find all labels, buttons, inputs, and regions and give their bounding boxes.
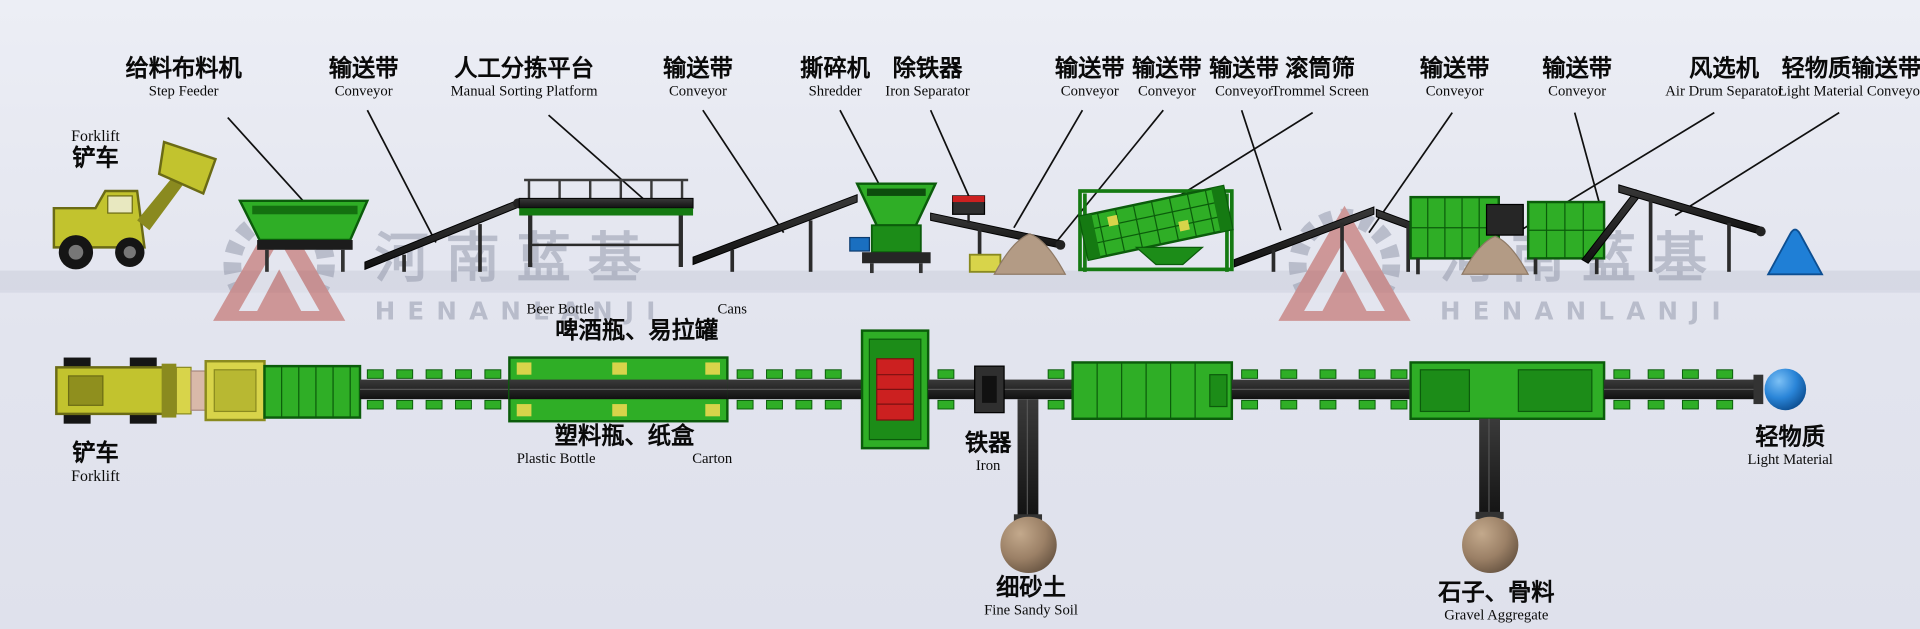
- watermark-left: 河南蓝基 HENANLANJI: [203, 198, 667, 328]
- label-beer-bottle: Beer Bottle: [526, 300, 594, 318]
- ground-shadow-band: [0, 270, 1920, 291]
- watermark-en-text: HENANLANJI: [1440, 296, 1733, 327]
- main-belt-4: [1231, 369, 1411, 410]
- label-plastic-carton: 塑料瓶、纸盒 Plastic Bottle Carton: [516, 422, 733, 467]
- sorting-platform-plan: [508, 356, 729, 423]
- forklift-side-view: [52, 140, 218, 270]
- feeder-plan: [204, 360, 266, 422]
- label-conveyor-3: 输送带 Conveyor: [1054, 55, 1125, 99]
- label-carton: Carton: [692, 449, 733, 467]
- trommel-plan: [860, 329, 930, 450]
- label-en: Step Feeder: [148, 81, 219, 99]
- label-step-feeder: 给料布料机 Step Feeder: [108, 55, 260, 100]
- label-shredder: 撕碎机 Shredder: [800, 55, 871, 99]
- conveyor-2-side: [692, 193, 858, 272]
- scene-divider: [0, 290, 1920, 293]
- label-gravel-aggregate: 石子、骨料 Gravel Aggregate: [1438, 579, 1555, 624]
- collection-box: [968, 253, 1002, 273]
- shredder-side: [849, 182, 938, 274]
- side-view: [52, 140, 1824, 276]
- main-belt-1: [360, 369, 510, 410]
- main-belt-2: [727, 369, 863, 410]
- label-manual-sorting-platform: 人工分拣平台 Manual Sorting Platform: [450, 55, 598, 99]
- watermark-right: 河南蓝基 HENANLANJI: [1269, 198, 1733, 328]
- label-cn: 给料布料机: [125, 55, 242, 83]
- fine-sand-sphere: [1000, 516, 1057, 574]
- label-cans: Cans: [717, 300, 747, 318]
- label-iron: 铁器 Iron: [964, 429, 1012, 474]
- label-light-material-conveyor: 轻物质输送带 Light Material Conveyor: [1777, 55, 1920, 99]
- label-forklift-plan: 铲车 Forklift: [71, 439, 120, 485]
- forklift-plan: [55, 357, 192, 424]
- screen-unit-plan: [1071, 361, 1234, 421]
- label-air-drum-separator: 风选机 Air Drum Separator: [1665, 55, 1783, 99]
- label-trommel-screen: 滚筒筛 Trommel Screen: [1271, 55, 1369, 99]
- blue-cone: [1766, 228, 1824, 276]
- watermark-en-text: HENANLANJI: [374, 296, 668, 327]
- light-material-conveyor-side: [1618, 184, 1766, 272]
- step-feeder-side: [238, 199, 370, 272]
- watermark-cn-text: 河南蓝基: [374, 227, 659, 291]
- light-material-belt-plan: [1604, 368, 1807, 411]
- manual-sorting-platform-side: [518, 178, 694, 267]
- label-iron-separator: 除铁器 Iron Separator: [885, 55, 970, 99]
- label-conveyor-7: 输送带 Conveyor: [1542, 55, 1613, 99]
- iron-separator-side: [952, 195, 986, 223]
- plan-view: [55, 329, 1807, 574]
- conveyor-1-side: [364, 198, 523, 272]
- label-plastic-bottle: Plastic Bottle: [516, 449, 596, 467]
- trommel-screen-side: [1078, 184, 1234, 272]
- label-conveyor-5: 输送带 Conveyor: [1209, 55, 1279, 99]
- pad-block: [190, 370, 207, 411]
- label-fine-sandy-soil: 细砂土 Fine Sandy Soil: [984, 574, 1078, 619]
- light-material-sphere: [1764, 368, 1807, 411]
- label-light-material: 轻物质 Light Material: [1747, 423, 1833, 468]
- label-beer-bottle-cans: Beer Bottle Cans 啤酒瓶、易拉罐: [526, 300, 747, 344]
- air-separator-plan: [1409, 361, 1606, 421]
- fine-sand-branch: [1000, 399, 1057, 574]
- label-conveyor-4: 输送带 Conveyor: [1132, 55, 1202, 99]
- feed-unit-plan: [263, 364, 362, 419]
- iron-separator-plan: [974, 365, 1005, 414]
- label-forklift-side: Forklift 铲车: [71, 126, 120, 172]
- lanji-gear-logo-icon: [213, 205, 346, 321]
- conveyor-4-side: [1233, 206, 1375, 272]
- label-conveyor-1: 输送带 Conveyor: [328, 55, 399, 99]
- sand-pile-2: [1461, 235, 1530, 275]
- label-conveyor-2: 输送带 Conveyor: [663, 55, 733, 99]
- gravel-branch: [1462, 418, 1519, 574]
- gravel-sphere: [1462, 516, 1519, 574]
- sand-pile-1: [993, 233, 1067, 275]
- label-conveyor-6: 输送带 Conveyor: [1419, 55, 1490, 99]
